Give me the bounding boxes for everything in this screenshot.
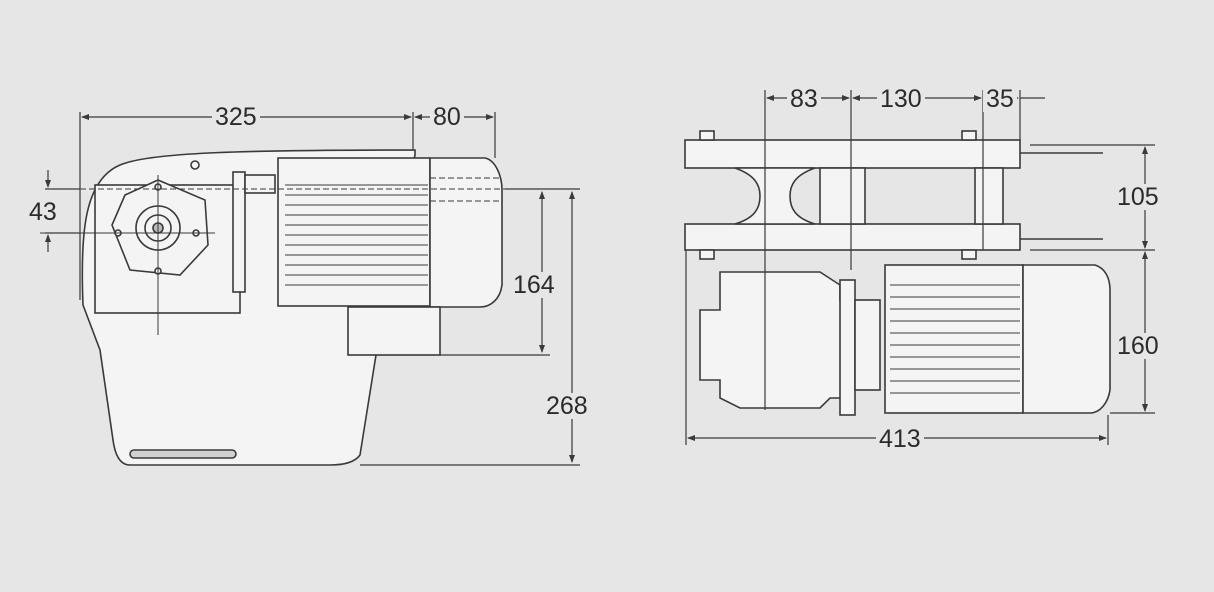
top-view (684, 130, 1111, 416)
motor-body (277, 157, 431, 307)
fan-cover (429, 157, 503, 308)
top-fan-cover (1022, 264, 1111, 414)
top-view-dimensions (685, 90, 1155, 445)
dim-label-43: 43 (26, 199, 60, 225)
lower-rail (684, 223, 1021, 251)
dim-label-105: 105 (1114, 184, 1162, 210)
top-gearbox (699, 271, 851, 409)
top-motor-body (884, 264, 1024, 414)
dim-label-35: 35 (983, 86, 1017, 112)
dim-label-164: 164 (510, 272, 558, 298)
drum (734, 167, 816, 225)
dim-label-325: 325 (212, 104, 260, 130)
dim-label-160: 160 (1114, 333, 1162, 359)
dim-label-130: 130 (877, 86, 925, 112)
dim-label-83: 83 (787, 86, 821, 112)
terminal-box (347, 306, 441, 356)
upper-rail (684, 139, 1021, 169)
base-slot (129, 449, 237, 459)
side-view (40, 149, 505, 466)
dim-label-268: 268 (543, 393, 591, 419)
dim-label-80: 80 (430, 104, 464, 130)
dim-label-413: 413 (876, 426, 924, 452)
